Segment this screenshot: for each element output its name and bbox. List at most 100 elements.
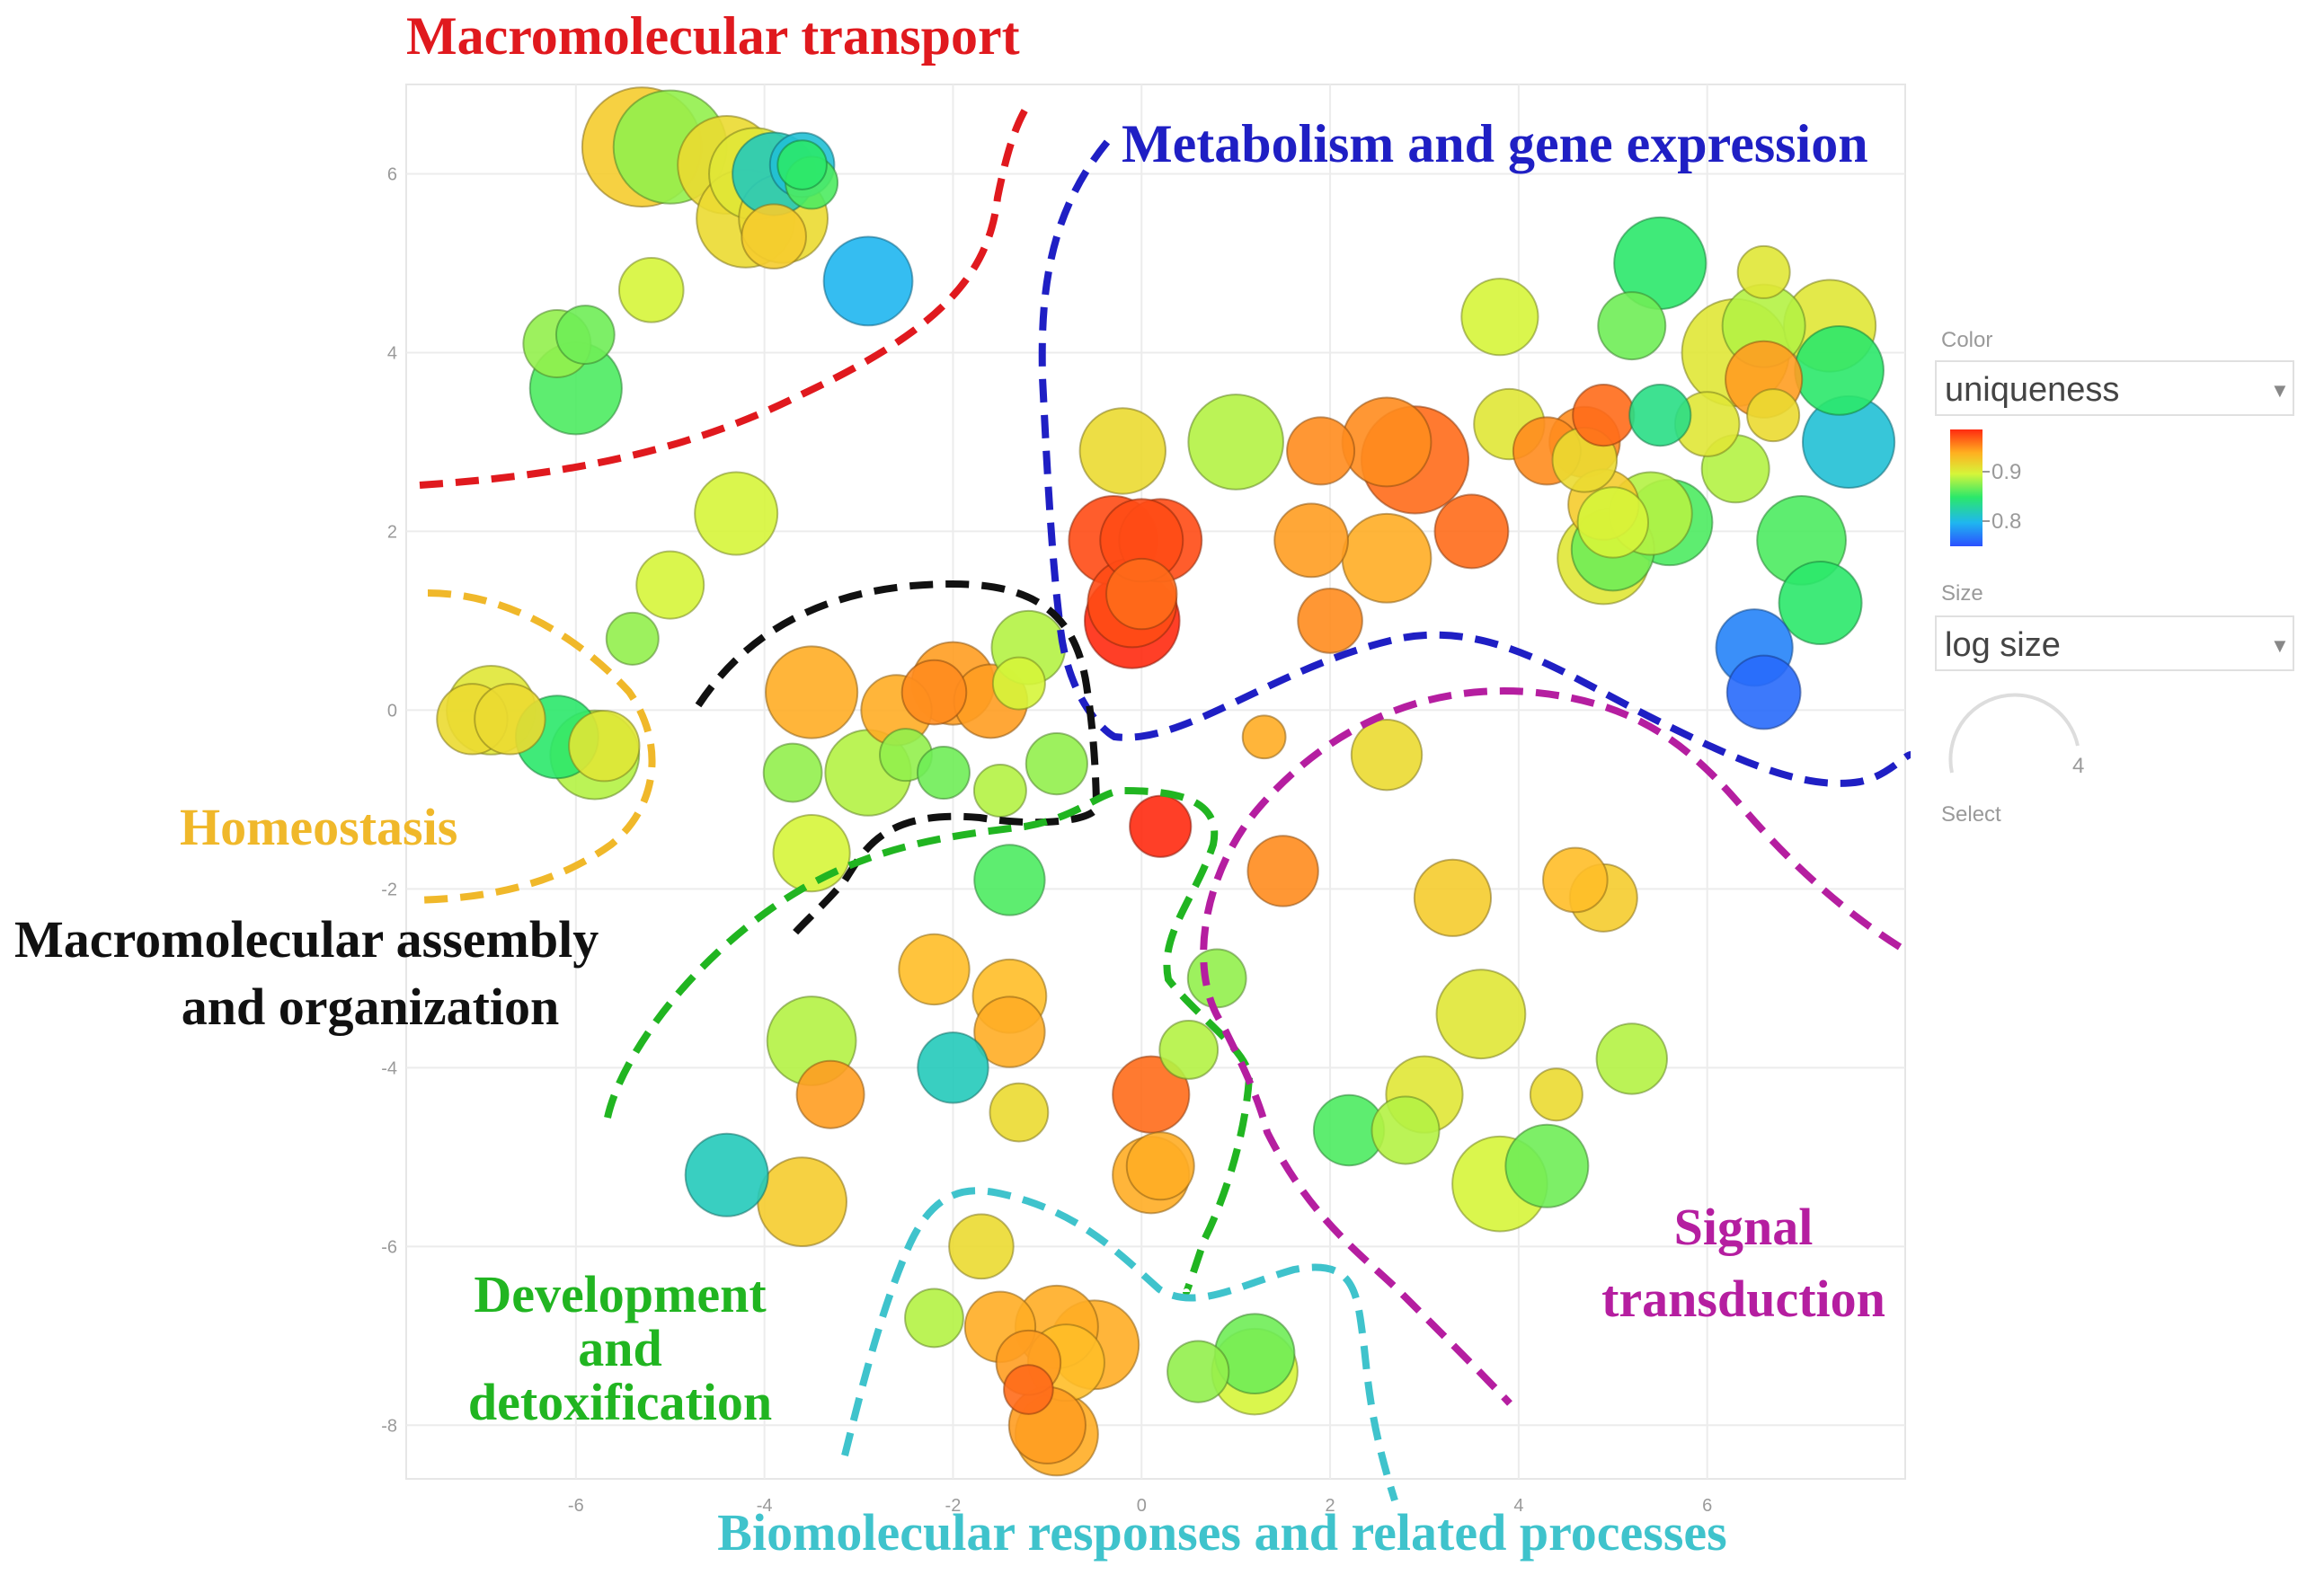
x-tick-label: -6	[568, 1496, 584, 1516]
go-term-bubble[interactable]	[1576, 486, 1649, 559]
go-term-bubble[interactable]	[1542, 846, 1609, 914]
go-term-bubble[interactable]	[1105, 557, 1178, 631]
go-term-bubble[interactable]	[568, 710, 641, 783]
label-metabolism: Metabolism and gene expression	[1122, 114, 1868, 173]
chevron-down-icon: ▼	[2270, 634, 2290, 657]
go-term-bubble[interactable]	[474, 683, 546, 756]
label-homeostasis: Homeostasis	[180, 798, 457, 856]
go-term-bubble[interactable]	[772, 813, 851, 893]
x-tick-label: 2	[1326, 1496, 1335, 1516]
go-term-bubble[interactable]	[1286, 416, 1356, 486]
chevron-down-icon: ▼	[2270, 379, 2290, 402]
go-term-bubble[interactable]	[1433, 493, 1510, 570]
go-term-bubble[interactable]	[1628, 384, 1692, 447]
go-term-bubble[interactable]	[1158, 1020, 1220, 1080]
go-term-bubble[interactable]	[795, 1059, 865, 1129]
label-signal-line1: Signal	[1674, 1198, 1814, 1256]
go-term-bubble[interactable]	[694, 471, 779, 556]
go-term-bubble[interactable]	[1129, 794, 1193, 858]
go-term-bubble[interactable]	[898, 933, 971, 1006]
go-term-bubble[interactable]	[1572, 384, 1636, 447]
go-term-bubble[interactable]	[1736, 244, 1791, 299]
region-outline-metabolism	[1038, 139, 1912, 787]
go-term-bubble[interactable]	[1794, 324, 1885, 416]
go-term-bubble[interactable]	[684, 1132, 769, 1217]
y-tick-label: 4	[387, 343, 397, 363]
go-term-bubble[interactable]	[1460, 278, 1539, 357]
go-term-bubble[interactable]	[1597, 291, 1667, 361]
go-term-bubble[interactable]	[1025, 732, 1088, 796]
label-responses: Biomolecular responses and related proce…	[717, 1503, 1726, 1562]
y-tick-label: -6	[381, 1237, 397, 1257]
label-assembly-line2: and organization	[182, 978, 560, 1036]
label-macromolecular-transport: Macromolecular transport	[406, 6, 1020, 66]
go-term-bubble[interactable]	[1370, 1095, 1441, 1165]
go-term-bubble[interactable]	[1246, 835, 1319, 907]
region-outline-homeostasis	[414, 589, 656, 904]
go-term-bubble[interactable]	[991, 656, 1046, 711]
go-term-bubble[interactable]	[948, 1213, 1015, 1280]
go-term-bubble[interactable]	[1341, 396, 1433, 488]
go-term-bubble[interactable]	[1186, 948, 1247, 1009]
go-term-bubble[interactable]	[917, 1031, 989, 1104]
size-select[interactable]: log size ▼	[1935, 615, 2294, 671]
go-term-bubble[interactable]	[989, 1082, 1050, 1143]
x-tick-label: -2	[945, 1496, 962, 1516]
label-assembly-line1: Macromolecular assembly	[14, 910, 599, 969]
go-term-bubble[interactable]	[635, 550, 705, 620]
go-term-bubble[interactable]	[972, 763, 1027, 818]
go-term-bubble[interactable]	[1725, 654, 1802, 730]
go-term-bubble[interactable]	[1241, 714, 1287, 760]
region-outline-development	[604, 786, 1254, 1296]
go-term-bubble[interactable]	[1529, 1067, 1583, 1122]
go-term-bubble[interactable]	[1078, 407, 1166, 495]
y-tick-label: -8	[381, 1416, 397, 1436]
y-tick-label: 0	[387, 701, 397, 721]
go-term-bubble[interactable]	[1125, 1131, 1195, 1201]
legend-tick-label: 0.9	[1991, 460, 2021, 484]
go-term-bubble[interactable]	[900, 659, 968, 726]
size-slider-value: 4	[2072, 754, 2084, 778]
go-term-bubble[interactable]	[776, 139, 828, 190]
go-term-bubble[interactable]	[762, 742, 823, 803]
region-outlines	[414, 105, 1912, 1502]
go-term-bubble[interactable]	[973, 844, 1046, 916]
go-term-bubble[interactable]	[822, 235, 914, 327]
go-term-bubble[interactable]	[1504, 1123, 1590, 1208]
x-tick-label: 0	[1137, 1496, 1147, 1516]
go-term-bubble[interactable]	[1746, 388, 1801, 443]
go-term-bubble[interactable]	[973, 996, 1046, 1068]
color-select[interactable]: uniqueness ▼	[1935, 360, 2294, 416]
go-term-bubble[interactable]	[904, 1288, 964, 1349]
go-term-bubble[interactable]	[1341, 512, 1433, 604]
size-select-box[interactable]	[1935, 615, 2294, 671]
go-term-bubble[interactable]	[764, 645, 859, 739]
go-term-bubble[interactable]	[1187, 394, 1284, 491]
go-term-bubble[interactable]	[1166, 1340, 1230, 1403]
go-term-bubble[interactable]	[605, 611, 660, 666]
go-term-bubble[interactable]	[1297, 588, 1363, 654]
go-term-bubble[interactable]	[1350, 718, 1424, 792]
go-term-bubble[interactable]	[916, 746, 971, 801]
go-term-bubble[interactable]	[1413, 858, 1493, 937]
x-tick-label: 6	[1702, 1496, 1712, 1516]
y-tick-label: -2	[381, 880, 397, 899]
go-term-bubble[interactable]	[1435, 969, 1527, 1060]
color-select-box[interactable]	[1935, 360, 2294, 416]
size-slider-arc[interactable]	[1948, 693, 2080, 774]
bubbles	[436, 86, 1896, 1477]
go-term-bubble[interactable]	[757, 1156, 848, 1247]
go-term-bubble[interactable]	[1595, 1022, 1668, 1095]
size-heading: Size	[1941, 581, 1983, 606]
go-term-bubble[interactable]	[617, 257, 685, 323]
select-label: Select	[1941, 802, 2001, 827]
go-term-bubble[interactable]	[1003, 1364, 1054, 1415]
label-development-line2: and	[578, 1319, 662, 1377]
go-term-bubble[interactable]	[741, 203, 807, 270]
go-term-bubble[interactable]	[1273, 502, 1349, 579]
go-term-bubble[interactable]	[1778, 561, 1863, 646]
go-term-bubble[interactable]	[554, 305, 616, 365]
